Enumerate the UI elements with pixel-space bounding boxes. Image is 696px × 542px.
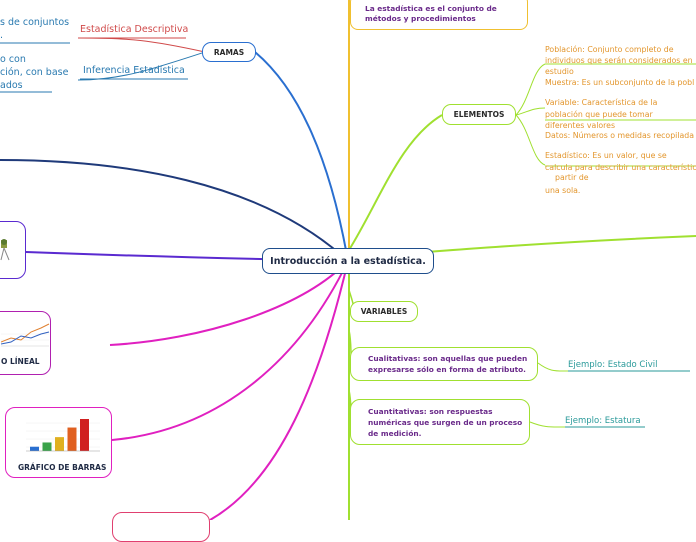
variable-line3: diferentes valores bbox=[545, 121, 616, 130]
connector-bottom bbox=[209, 260, 349, 520]
center-topic-label: Introducción a la estadística. bbox=[270, 255, 426, 267]
cualitativas-line1: Cualitativas: son aquellas que pueden bbox=[368, 354, 528, 363]
mind-map-connectors bbox=[0, 0, 696, 520]
bar-chart-bar bbox=[42, 442, 52, 451]
cuantitativas-line1: Cuantitativas: son respuestas bbox=[368, 407, 493, 416]
inf-text-line1: o con bbox=[0, 54, 26, 65]
estadistico-line1: Estadístico: Es un valor, que se bbox=[545, 151, 667, 160]
poblacion-line1: Población: Conjunto completo de bbox=[545, 45, 674, 54]
cualitativas-node[interactable]: Cualitativas: son aquellas que pueden ex… bbox=[350, 347, 538, 381]
estadistico-line4: una sola. bbox=[545, 186, 581, 195]
elementos-label: ELEMENTOS bbox=[453, 110, 505, 119]
variable-line1: Variable: Característica de la bbox=[545, 98, 658, 107]
connector-estadistico bbox=[515, 114, 546, 166]
estadistico-line3: partir de bbox=[555, 173, 589, 182]
lineal-graph-label: O LÍNEAL bbox=[1, 357, 40, 366]
barras-graph-node[interactable]: GRÁFICO DE BARRAS bbox=[5, 407, 112, 478]
desc-text-line2: . bbox=[0, 30, 4, 41]
variables-label: VARIABLES bbox=[360, 307, 408, 316]
muestra-text: Muestra: Es un subconjunto de la pobl bbox=[545, 78, 695, 87]
cuantitativas-line3: de medición. bbox=[368, 429, 422, 438]
bottom-magenta-node[interactable] bbox=[112, 512, 210, 542]
ramas-label: RAMAS bbox=[213, 47, 245, 57]
tree-diagram-icon bbox=[0, 239, 10, 261]
cuantitativas-node[interactable]: Cuantitativas: son respuestas numéricas … bbox=[350, 399, 530, 445]
connector-variable bbox=[515, 107, 546, 116]
connector-descriptiva bbox=[77, 37, 206, 53]
bar-chart-bar bbox=[67, 427, 77, 451]
inferencia-label[interactable]: Inferencia Estadística bbox=[83, 65, 185, 76]
bar-chart-bar bbox=[30, 446, 39, 451]
connector-left-navy bbox=[0, 159, 349, 262]
connector-ejemplo-civil bbox=[537, 362, 569, 372]
top-note-line1: La estadística es el conjunto de bbox=[365, 4, 497, 13]
connector-ramas bbox=[254, 51, 349, 262]
cualitativas-line2: expresarse sólo en forma de atributo. bbox=[368, 365, 526, 374]
top-note-node[interactable]: La estadística es el conjunto de métodos… bbox=[350, 0, 528, 30]
desc-text-line1: s de conjuntos bbox=[0, 17, 70, 28]
variable-line2: población que puede tomar bbox=[545, 110, 653, 119]
connector-barras bbox=[111, 260, 349, 441]
lineal-graph-node[interactable]: O LÍNEAL bbox=[0, 311, 51, 375]
elementos-node[interactable]: ELEMENTOS bbox=[442, 104, 516, 125]
descriptiva-label[interactable]: Estadística Descriptiva bbox=[80, 24, 189, 35]
variables-node[interactable]: VARIABLES bbox=[350, 301, 418, 322]
bar-chart-bar bbox=[55, 437, 64, 451]
connector-poblacion bbox=[515, 63, 546, 116]
center-topic-node[interactable]: Introducción a la estadística. bbox=[262, 248, 434, 274]
connector-elementos bbox=[348, 114, 443, 251]
bar-chart-bar bbox=[80, 419, 89, 451]
line-chart-thumbnail-icon bbox=[1, 323, 50, 347]
connector-lineal bbox=[109, 260, 349, 346]
ejemplo-estatura[interactable]: Ejemplo: Estatura bbox=[565, 416, 641, 426]
datos-text: Datos: Números o medidas recopilada bbox=[545, 131, 694, 140]
purple-image-node[interactable] bbox=[0, 221, 26, 279]
top-note-line2: métodos y procedimientos bbox=[365, 14, 476, 23]
ramas-node[interactable]: RAMAS bbox=[202, 42, 256, 62]
connector-ejemplo-estatura bbox=[529, 421, 566, 428]
estadistico-line2: calcula para describir una característic bbox=[545, 163, 696, 172]
inf-text-line3: ados bbox=[0, 80, 23, 91]
cuantitativas-line2: numéricas que surgen de un proceso bbox=[368, 418, 523, 427]
bar-chart-thumbnail bbox=[26, 419, 100, 452]
poblacion-line3: estudio bbox=[545, 67, 574, 76]
poblacion-line2: individuos que serán considerados en bbox=[545, 56, 693, 65]
inf-text-line2: ción, con base bbox=[0, 67, 69, 78]
connector-inferencia bbox=[77, 51, 206, 81]
barras-graph-label: GRÁFICO DE BARRAS bbox=[18, 463, 107, 472]
ejemplo-estado-civil[interactable]: Ejemplo: Estado Civil bbox=[568, 360, 658, 370]
